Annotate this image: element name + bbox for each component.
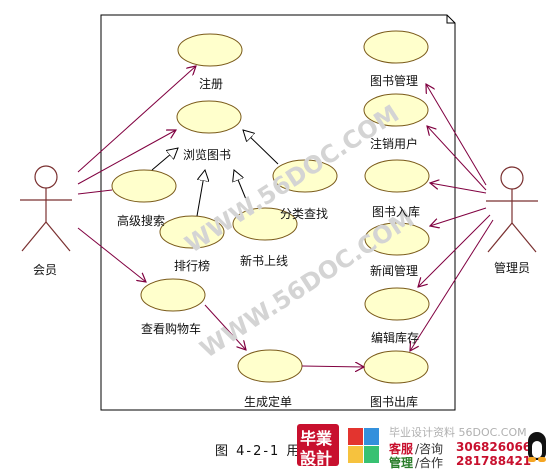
assoc-admin-edit-stock [418,214,491,287]
mgmt-label: 管理 [389,456,414,470]
use-case-new-books[interactable] [232,207,298,241]
actor-label-admin: 管理员 [494,261,531,275]
penguin-icon [526,432,548,462]
member-actor[interactable] [20,165,72,252]
label-ranking: 排行榜 [174,259,211,273]
assoc-member-view-cart [77,227,146,282]
label-book-out: 图书出库 [370,395,419,409]
use-case-book-in[interactable] [364,159,430,193]
service-text: /咨询 [415,442,444,456]
use-case-advanced-search[interactable] [111,169,177,203]
label-news-management: 新闻管理 [370,264,419,278]
label-book-in: 图书入库 [372,205,421,219]
use-case-ranking[interactable] [159,215,225,249]
assoc-admin-book-management [426,84,487,186]
label-create-order: 生成定单 [244,395,293,409]
use-case-news-management[interactable] [364,222,430,256]
assoc-admin-cancel-user [427,126,487,191]
label-register: 注册 [199,77,224,91]
gen-ranking [196,170,205,217]
actor-label-member: 会员 [33,263,58,277]
mgmt-text: /合作 [415,456,444,470]
assoc-admin-news [430,207,487,226]
logo-line1: 毕業 [300,429,333,448]
use-case-book-management[interactable] [363,30,429,64]
label-edit-stock: 编辑库存 [371,331,420,345]
use-case-edit-stock[interactable] [364,287,430,321]
footer-banner: 图 4-2-1 用 毕業 設計 毕业设计资料 56DOC.COM 客服 /咨询 … [0,420,554,470]
use-case-browse[interactable] [176,100,242,134]
use-case-view-cart[interactable] [140,278,206,312]
assoc-view-cart-create-order [204,304,246,350]
assoc-member-advanced-search [77,189,113,195]
assoc-admin-book-out [410,219,494,351]
service-label: 客服 [389,442,414,456]
label-category-search: 分类查找 [280,207,329,221]
gen-category-search [243,130,279,165]
assoc-create-order-book-out [301,366,364,367]
logo-line2: 設計 [300,449,333,468]
use-case-book-out[interactable] [363,350,429,384]
mgmt-phone[interactable]: 281788421 [456,454,532,468]
service-phone[interactable]: 306826066 [456,440,532,454]
label-view-cart: 查看购物车 [141,322,202,336]
logo-badge: 毕業 設計 [297,424,339,468]
label-cancel-user: 注销用户 [370,137,419,151]
assoc-member-browse [77,130,176,185]
use-case-cancel-user[interactable] [363,93,429,127]
use-case-create-order[interactable] [237,349,303,383]
label-advanced-search: 高级搜索 [117,214,166,228]
boundary-fold [446,15,455,24]
figure-caption: 图 4-2-1 用 [215,444,302,459]
label-browse: 浏览图书 [183,148,232,162]
gen-advanced-search [151,148,178,171]
label-new-books: 新书上线 [240,254,289,268]
use-case-category-search[interactable] [272,159,338,193]
use-case-register[interactable] [177,33,243,67]
assoc-admin-book-in [430,183,487,194]
gen-new-books [234,170,251,210]
site-name: 毕业设计资料 56DOC.COM [389,426,527,439]
admin-actor[interactable] [486,166,538,253]
label-book-management: 图书管理 [370,74,419,88]
assoc-member-register [77,66,196,173]
puzzle-icon [348,428,380,464]
